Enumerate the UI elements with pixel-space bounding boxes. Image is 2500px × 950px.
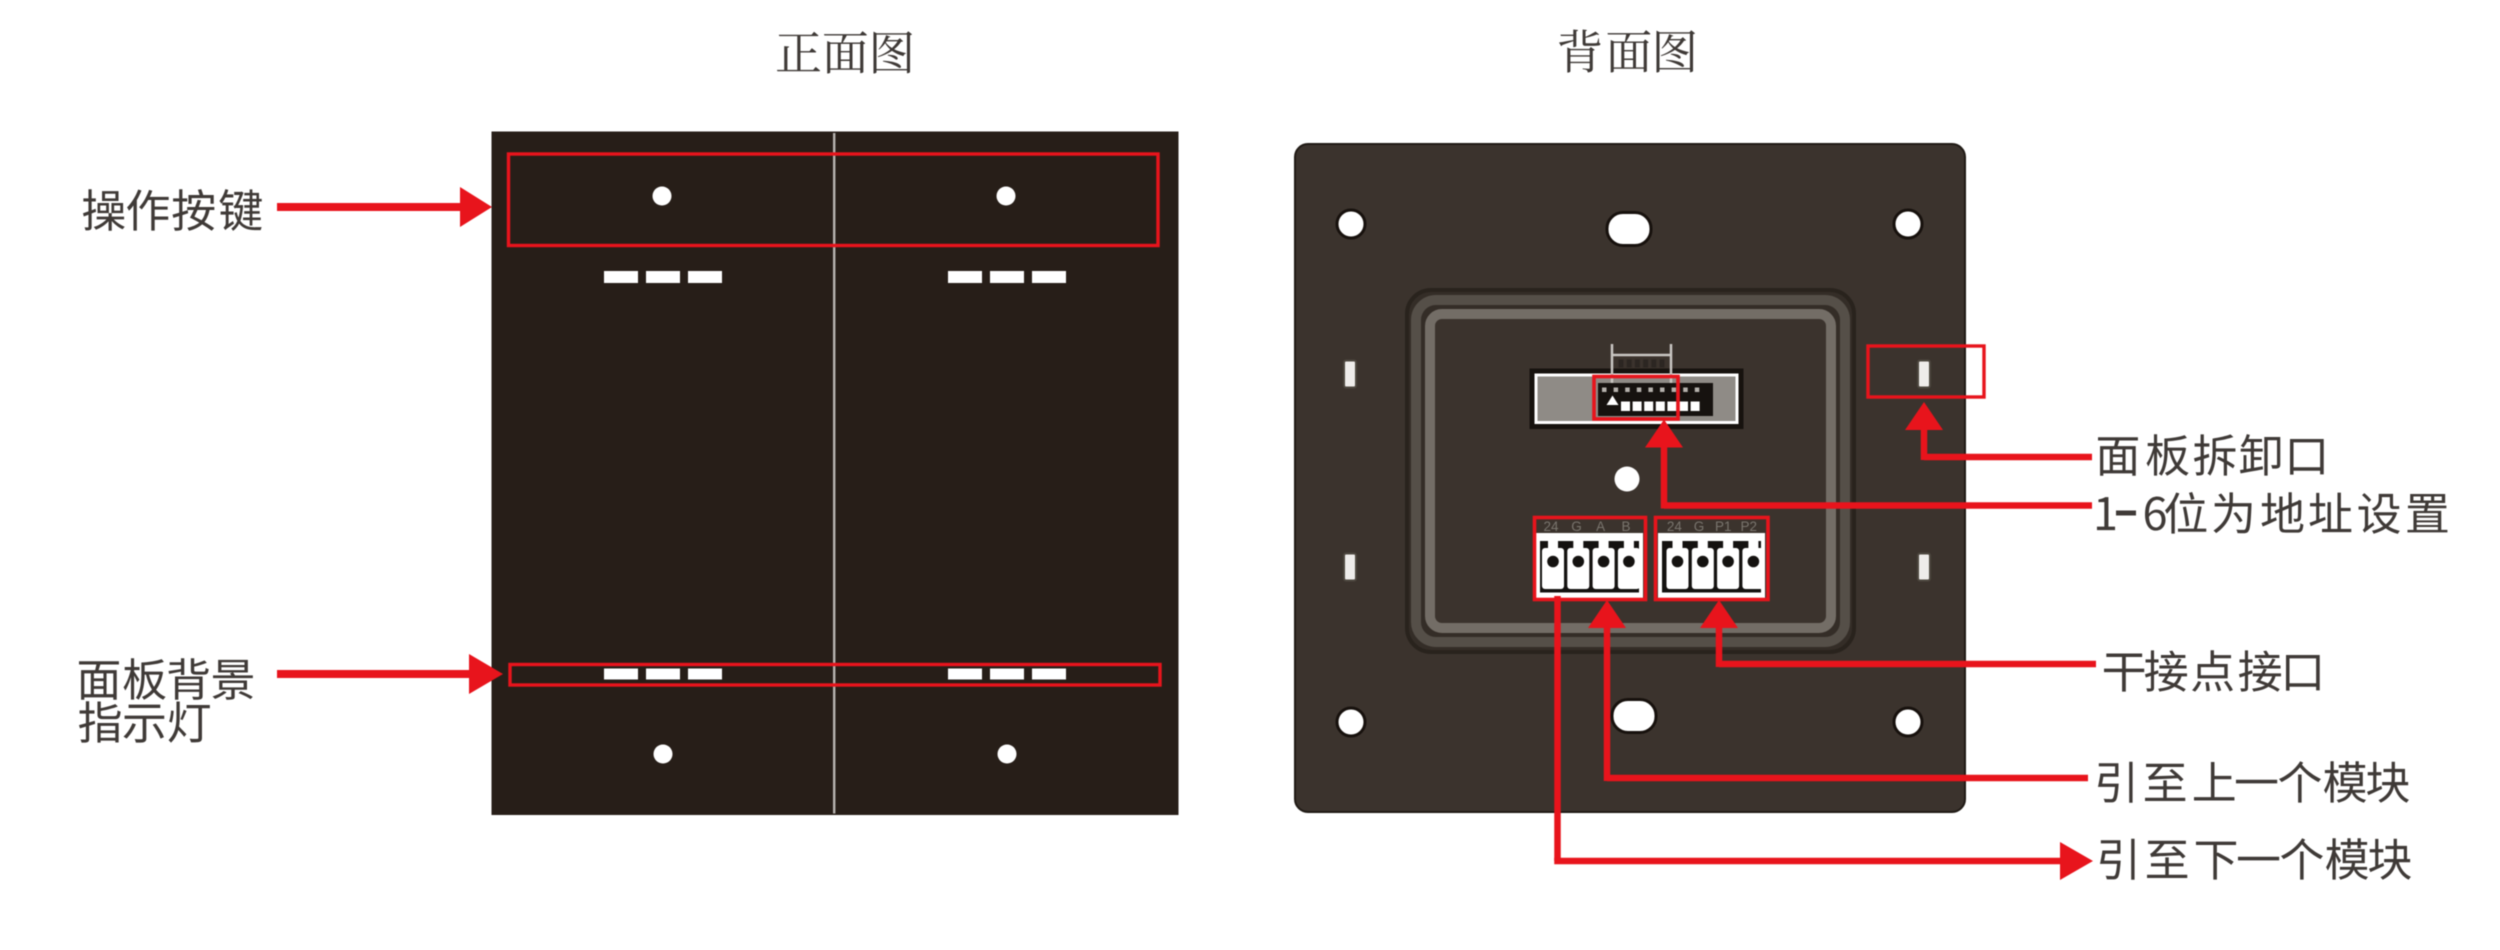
- svg-text:24: 24: [1667, 519, 1683, 534]
- svg-text:A: A: [1596, 519, 1605, 534]
- svg-text:P2: P2: [1740, 519, 1757, 534]
- svg-text:P1: P1: [1715, 519, 1732, 534]
- svg-text:G: G: [1694, 519, 1705, 534]
- svg-text:24: 24: [1543, 519, 1559, 534]
- svg-text:B: B: [1621, 519, 1630, 534]
- svg-text:G: G: [1571, 519, 1582, 534]
